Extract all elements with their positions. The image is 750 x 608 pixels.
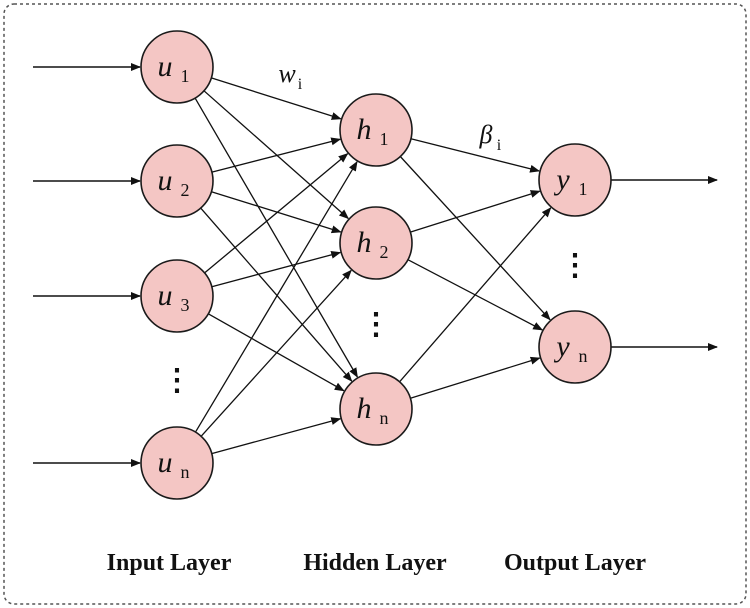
node-circle bbox=[339, 372, 413, 446]
ellipsis-0: ⋮ bbox=[162, 364, 192, 397]
node-circle bbox=[538, 310, 612, 384]
node-symbol: u bbox=[158, 164, 173, 197]
node-subscript: 1 bbox=[579, 179, 588, 199]
connection-un-h2 bbox=[200, 269, 352, 437]
node-symbol: y bbox=[553, 163, 570, 196]
node-circle bbox=[339, 93, 413, 167]
connection-u1-h2 bbox=[203, 90, 350, 220]
node-symbol: h bbox=[357, 226, 372, 259]
layer-title-1: Hidden Layer bbox=[303, 550, 447, 576]
connection-u1-h1 bbox=[211, 77, 342, 120]
node-circle bbox=[140, 30, 214, 104]
node-symbol: u bbox=[158, 279, 173, 312]
node-symbol: u bbox=[158, 446, 173, 479]
connections bbox=[33, 63, 718, 467]
weight-label-w-subscript: i bbox=[298, 76, 303, 93]
node-circle bbox=[140, 259, 214, 333]
connection-u1-hn bbox=[194, 97, 358, 378]
ellipsis-1: ⋮ bbox=[361, 308, 391, 341]
weight-label-beta-symbol: β bbox=[479, 120, 493, 149]
connection-un-hn bbox=[211, 417, 342, 455]
weight-label-beta-subscript: i bbox=[497, 137, 502, 154]
weight-label-w-symbol: w bbox=[278, 59, 296, 88]
connection-hn-yn bbox=[410, 356, 541, 399]
connection-u3-h2 bbox=[211, 250, 342, 288]
connection-u3-hn bbox=[207, 313, 345, 392]
connection-h1-yn bbox=[399, 156, 551, 321]
node-subscript: 1 bbox=[380, 129, 389, 149]
node-symbol: h bbox=[357, 392, 372, 425]
node-subscript: 3 bbox=[181, 295, 190, 315]
connection-h1-y1 bbox=[410, 138, 541, 173]
node-circle bbox=[538, 143, 612, 217]
layer-title-0: Input Layer bbox=[107, 550, 232, 576]
connection-u3-h1 bbox=[204, 153, 349, 274]
node-subscript: n bbox=[579, 346, 588, 366]
node-symbol: y bbox=[553, 330, 570, 363]
node-subscript: 2 bbox=[380, 242, 389, 262]
node-symbol: h bbox=[357, 113, 372, 146]
node-circle bbox=[339, 206, 413, 280]
node-subscript: 1 bbox=[181, 66, 190, 86]
node-subscript: n bbox=[181, 462, 190, 482]
ellipsis-2: ⋮ bbox=[560, 249, 590, 282]
connection-u2-h1 bbox=[211, 137, 342, 173]
node-subscript: 2 bbox=[181, 180, 190, 200]
node-circle bbox=[140, 144, 214, 218]
connection-u2-h2 bbox=[211, 191, 342, 234]
node-circle bbox=[140, 426, 214, 500]
diagram-frame bbox=[3, 3, 747, 605]
connection-hn-y1 bbox=[399, 207, 552, 383]
node-symbol: u bbox=[158, 50, 173, 83]
connection-u2-hn bbox=[200, 207, 353, 382]
node-subscript: n bbox=[380, 408, 389, 428]
connection-h2-y1 bbox=[410, 190, 541, 233]
layer-title-2: Output Layer bbox=[504, 550, 646, 576]
connection-un-h1 bbox=[194, 160, 358, 433]
